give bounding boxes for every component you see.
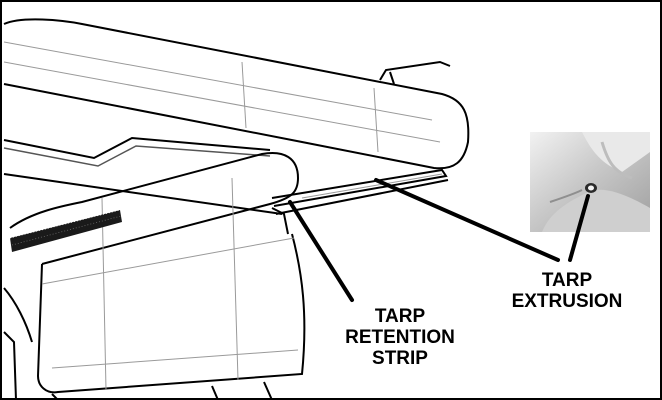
tarp-retention-label-line2: RETENTION <box>345 327 455 348</box>
tarp-extrusion-label-line2: EXTRUSION <box>511 291 623 312</box>
top-bracket <box>379 60 451 85</box>
dark-strip <box>9 209 122 252</box>
tarp-extrusion <box>271 168 449 215</box>
tarp-extrusion-label: TARP EXTRUSION <box>492 270 642 312</box>
extrusion-photo <box>530 132 650 232</box>
extrusion-leader-line <box>374 178 560 262</box>
crossbar <box>3 136 283 215</box>
tarp-retention-label-line1: TARP <box>374 306 426 327</box>
retention-leader-line <box>288 200 354 302</box>
lower-housing <box>3 152 306 398</box>
leader-lines <box>288 178 590 302</box>
tarp-retention-label-line3: STRIP <box>372 348 428 369</box>
tarp-extrusion-label-line1: TARP <box>541 270 593 291</box>
photo-leader-line <box>568 194 590 262</box>
tarp-retention-strip-label: TARP RETENTION STRIP <box>320 306 480 369</box>
upper-rail <box>3 18 470 170</box>
